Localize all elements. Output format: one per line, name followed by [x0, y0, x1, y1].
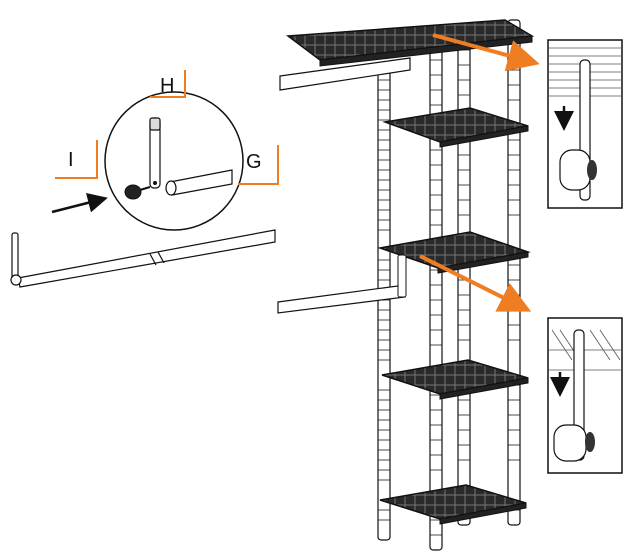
label-part-g: G: [246, 151, 262, 173]
shelf-4: [381, 359, 529, 400]
pointer-arrow: [51, 193, 108, 214]
shelving-unit: [277, 19, 535, 551]
top-shelf: [279, 19, 535, 91]
detail-circle: [104, 91, 244, 231]
detail-box-top: [547, 39, 623, 209]
bottom-shelf: [379, 484, 527, 525]
label-part-i: I: [68, 149, 74, 171]
hanging-rod: [10, 229, 276, 288]
shelf-2: [382, 107, 529, 148]
shelf-3: [277, 231, 531, 314]
callout-arrow-top: [432, 33, 540, 72]
label-part-h: H: [160, 75, 175, 97]
callout-arrow-middle: [419, 254, 532, 312]
label-brackets: [55, 70, 279, 185]
detail-box-bottom: [547, 317, 623, 474]
